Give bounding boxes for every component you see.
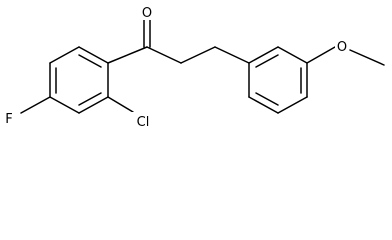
bond-ch2-to-ring bbox=[214, 46, 250, 64]
atom-label-chlorine: Cl bbox=[131, 112, 151, 130]
atom-label-fluorine: F bbox=[2, 110, 16, 127]
fluorochlorophenyl-ring bbox=[49, 46, 109, 114]
double-bond-inner bbox=[255, 92, 279, 106]
bond-ring-to-carbonyl bbox=[107, 46, 148, 64]
atom-label-ether-oxygen: O bbox=[335, 38, 349, 55]
chlorine-text: Cl bbox=[137, 115, 150, 130]
bond-ring-to-ether-oxygen bbox=[306, 46, 336, 64]
double-bond-inner bbox=[78, 54, 102, 68]
bond bbox=[248, 96, 279, 114]
methoxyphenyl-ring bbox=[248, 46, 308, 114]
bond-carbonyl-to-ch2 bbox=[146, 46, 182, 64]
molecule-structure: O F Cl O bbox=[2, 4, 385, 130]
bond bbox=[277, 46, 308, 64]
double-bond-inner bbox=[78, 92, 102, 106]
carbonyl-oxygen-text: O bbox=[142, 6, 152, 21]
bond bbox=[78, 96, 109, 114]
atom-label-carbonyl-oxygen: O bbox=[140, 4, 154, 21]
bond bbox=[49, 46, 80, 64]
ether-oxygen-text: O bbox=[337, 40, 347, 55]
bond-ether-oxygen-to-methyl bbox=[349, 49, 385, 66]
bond bbox=[78, 46, 109, 64]
bond-ch2-to-ch2 bbox=[180, 46, 216, 64]
bond-to-chlorine bbox=[107, 96, 134, 113]
fluorine-text: F bbox=[5, 112, 12, 127]
bond bbox=[248, 46, 279, 64]
bond bbox=[277, 96, 308, 114]
double-bond-inner bbox=[255, 54, 279, 68]
bond-to-fluorine bbox=[20, 96, 51, 114]
bond bbox=[49, 96, 80, 114]
